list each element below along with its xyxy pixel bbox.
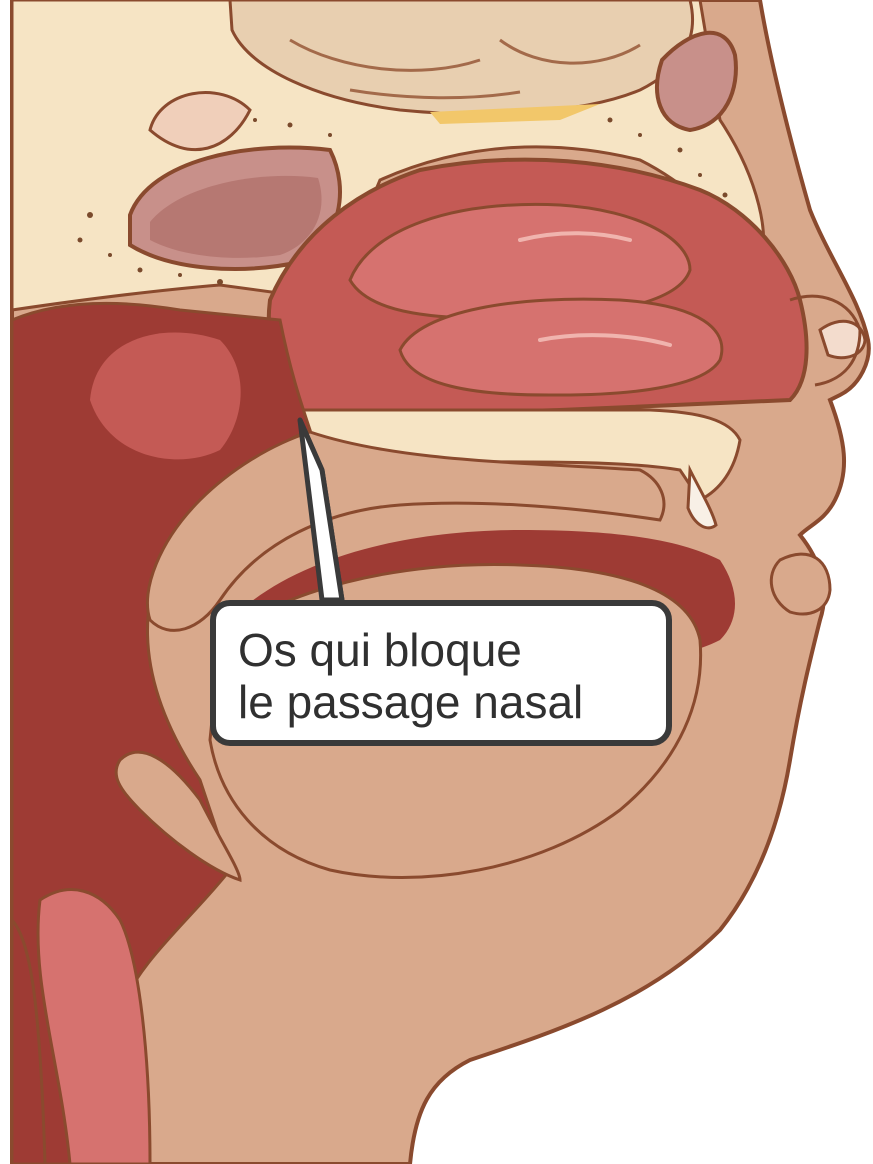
callout-text-line1: Os qui bloque	[238, 624, 666, 676]
callout-box: Os qui bloque le passage nasal	[210, 600, 672, 746]
lower-lip	[771, 554, 830, 614]
callout-text-line2: le passage nasal	[238, 676, 666, 728]
